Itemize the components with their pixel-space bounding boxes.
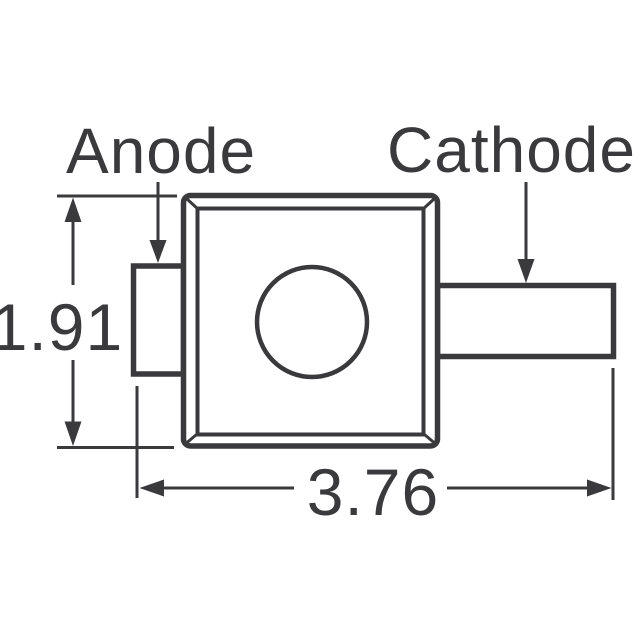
down-arrowhead-icon [517,259,535,283]
left-arrowhead-icon [139,479,164,497]
anode-label: Anode [66,115,256,187]
width-dimension: 3.76 [135,368,615,529]
height-dimension-value: 1.91 [0,290,123,364]
component-outline [130,192,617,449]
down-arrowhead-icon [149,240,167,263]
cathode-callout: Cathode [387,114,636,283]
lens-circle [254,264,370,380]
right-arrowhead-icon [587,479,612,497]
anode-lead [130,263,187,377]
height-dimension: 1.91 [0,194,177,449]
up-arrowhead-icon [64,197,82,222]
cathode-lead [434,282,617,360]
down-arrowhead-icon [64,421,82,446]
cathode-label: Cathode [387,114,636,186]
anode-callout: Anode [66,115,256,263]
width-dimension-value: 3.76 [307,455,439,529]
